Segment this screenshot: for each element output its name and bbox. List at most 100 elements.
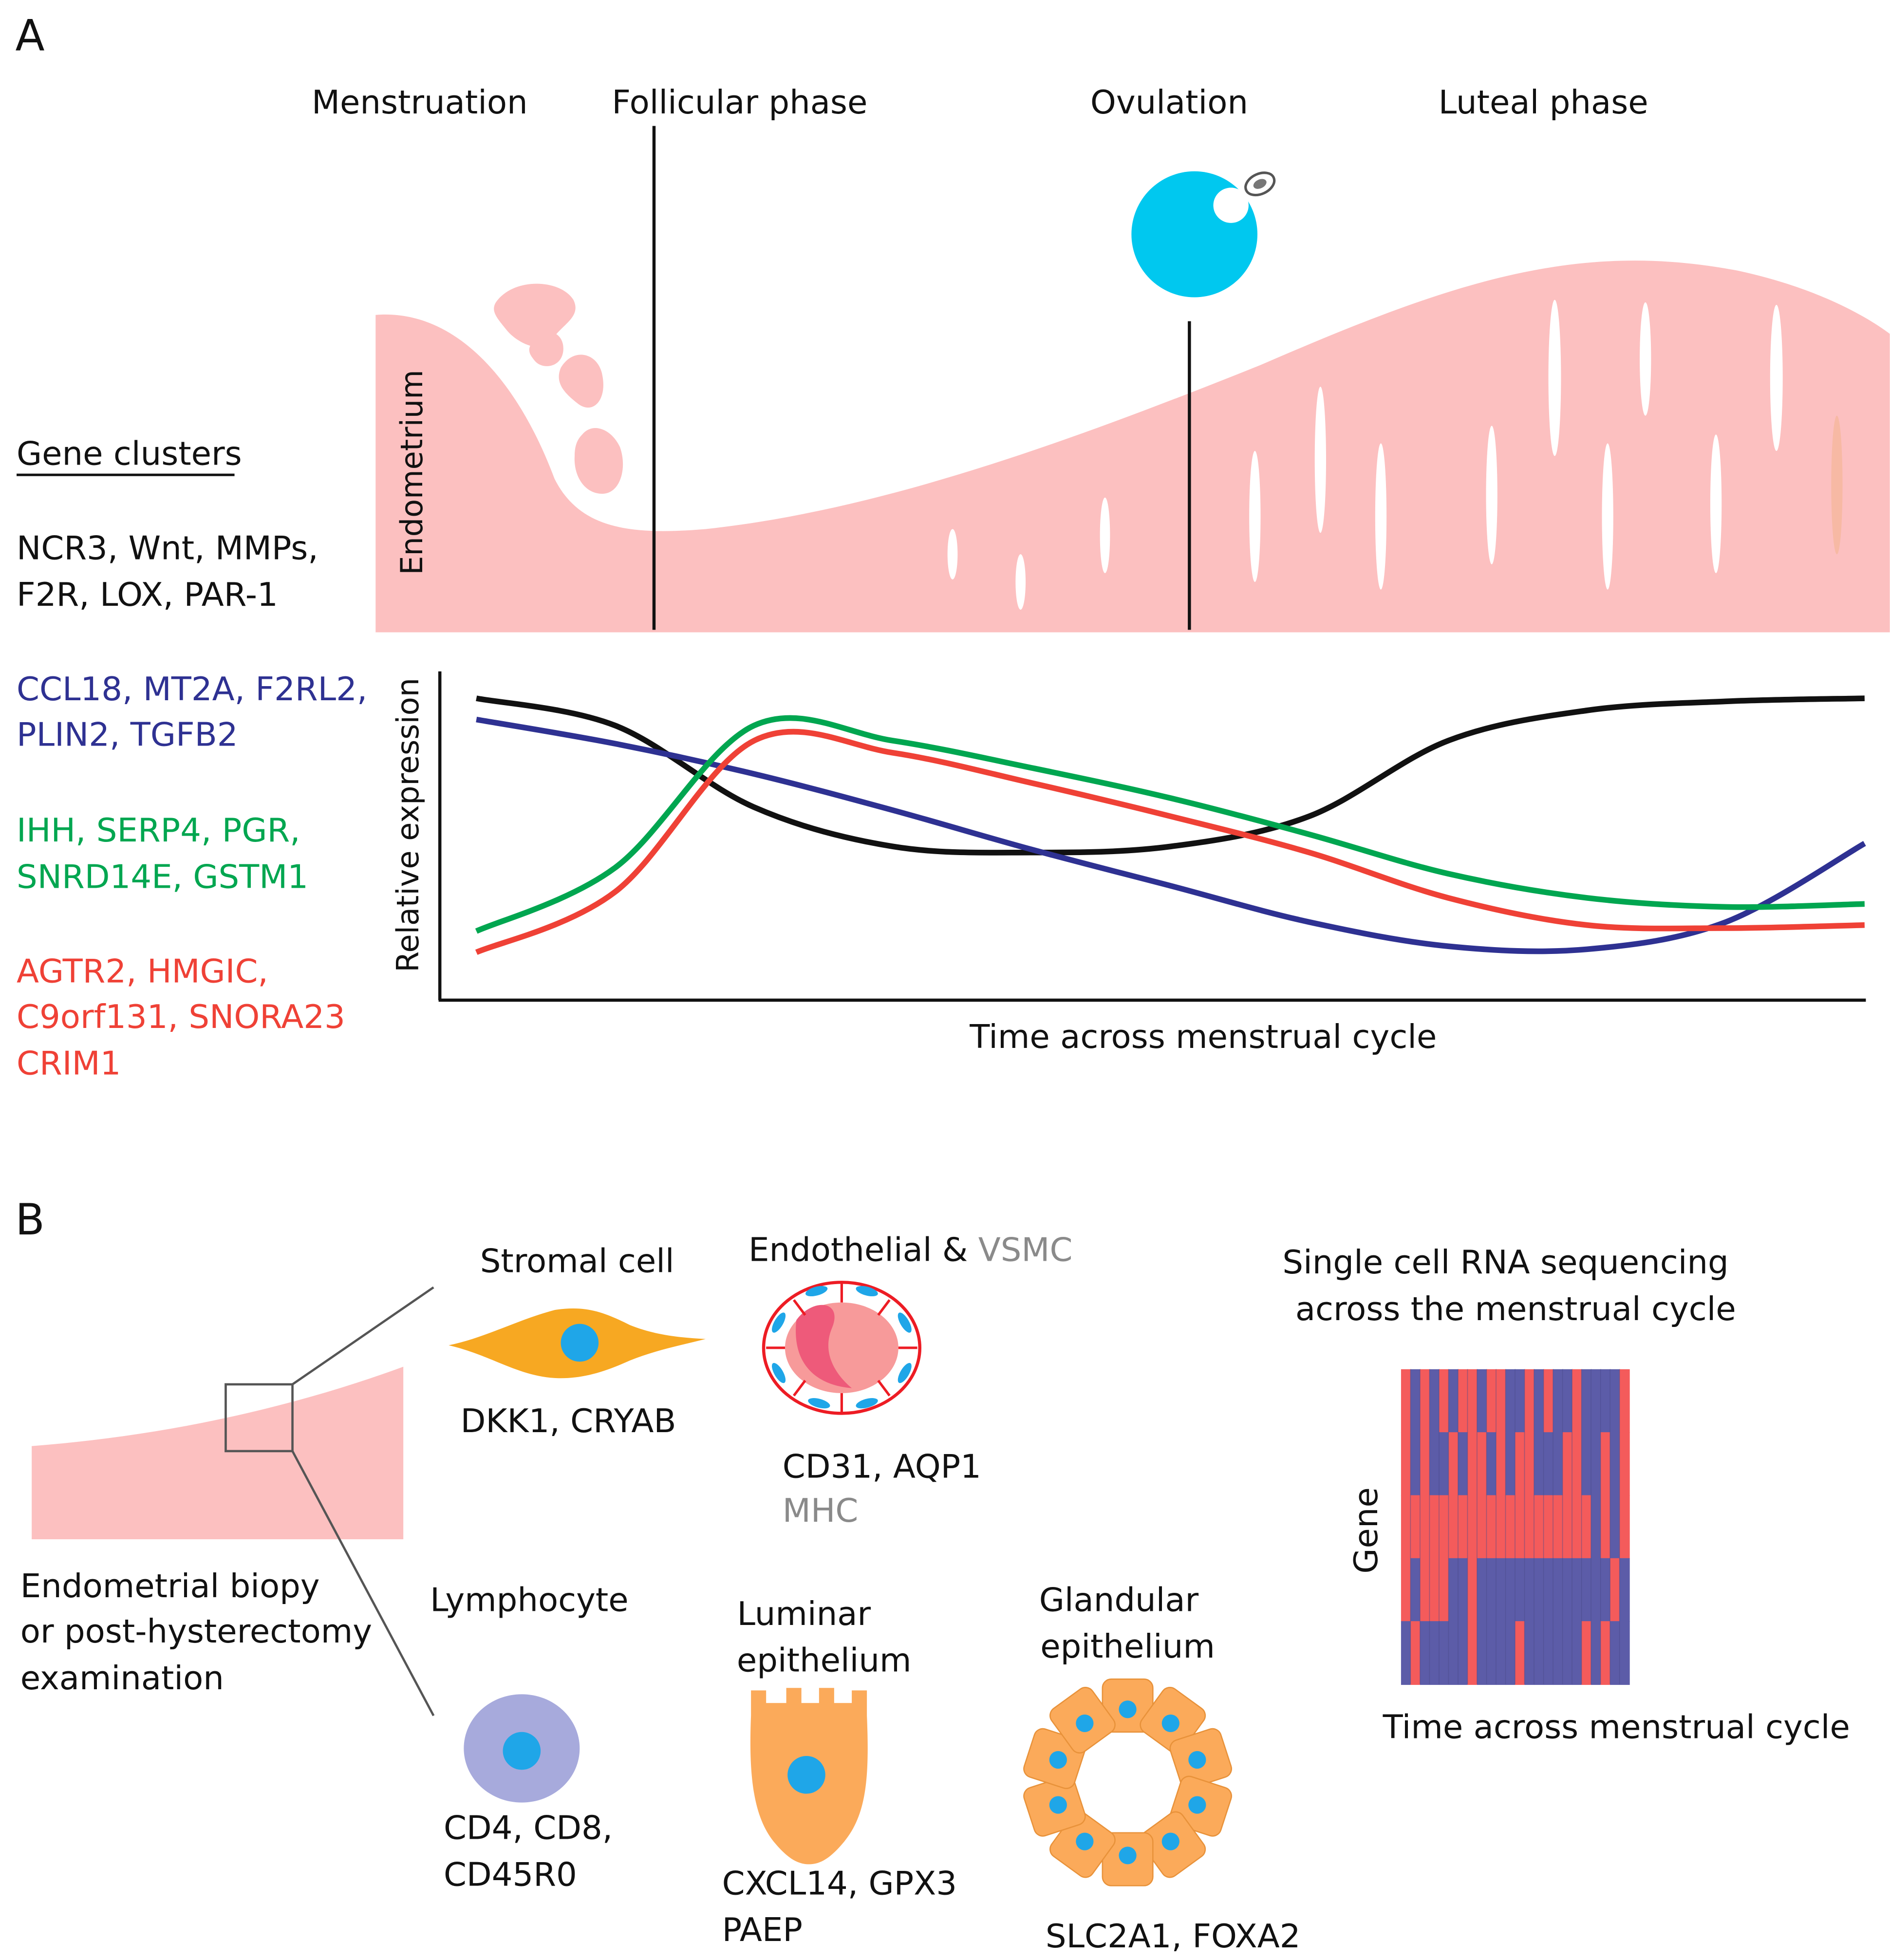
- gland-nucleus-icon: [1188, 1751, 1206, 1769]
- heatmap-cell: [1619, 1621, 1630, 1685]
- heatmap-cell: [1591, 1432, 1602, 1496]
- heatmap-cell: [1610, 1558, 1621, 1622]
- heatmap-y-label: Gene: [1347, 1487, 1385, 1573]
- heatmap-cell: [1600, 1369, 1611, 1433]
- heatmap-cell: [1524, 1432, 1535, 1496]
- expression-curve-1: [476, 716, 1866, 954]
- heatmap-cell: [1458, 1621, 1469, 1685]
- biopsy-caption-line3: examination: [20, 1659, 224, 1697]
- heatmap-cell: [1429, 1495, 1440, 1559]
- heatmap-cell: [1515, 1558, 1526, 1622]
- heatmap-cell: [1610, 1432, 1621, 1496]
- gene-cluster-blue-line2: PLIN2, TGFB2: [17, 715, 238, 753]
- heatmap-cell: [1524, 1369, 1535, 1433]
- heatmap-cell: [1591, 1495, 1602, 1559]
- heatmap-cell: [1467, 1369, 1478, 1433]
- heatmap-cell: [1486, 1369, 1497, 1433]
- endothelial-title-main: Endothelial &: [749, 1231, 978, 1269]
- heatmap-cell: [1467, 1621, 1478, 1685]
- heatmap-cell: [1420, 1495, 1430, 1559]
- heatmap-cell: [1553, 1432, 1564, 1496]
- gene-cluster-green-line2: SNRD14E, GSTM1: [17, 858, 308, 896]
- phase-ovulation: Ovulation: [1090, 83, 1248, 121]
- expression-chart: Relative expression Time across menstrua…: [390, 671, 1866, 1056]
- heatmap-cell: [1429, 1621, 1440, 1685]
- zoom-line-top: [292, 1286, 434, 1385]
- expression-curve-3: [475, 728, 1865, 955]
- gland-nucleus-icon: [1119, 1700, 1137, 1718]
- heatmap-cell: [1572, 1369, 1583, 1433]
- heatmap-cell: [1572, 1432, 1583, 1496]
- heatmap-cell: [1458, 1558, 1469, 1622]
- gene-cluster-green-line1: IHH, SERP4, PGR,: [17, 811, 300, 849]
- heatmap-cell: [1515, 1495, 1526, 1559]
- gene-cluster-red-line3: CRIM1: [17, 1045, 121, 1083]
- heatmap-cell: [1477, 1369, 1488, 1433]
- endothelial-markers: CD31, AQP1: [783, 1447, 981, 1485]
- shed-fragment: [559, 355, 603, 408]
- heatmap-cell: [1448, 1369, 1459, 1433]
- heatmap-cell: [1477, 1621, 1488, 1685]
- phase-menstruation: Menstruation: [312, 83, 528, 121]
- vsmc-markers: MHC: [783, 1492, 859, 1530]
- heatmap-cell: [1581, 1495, 1592, 1559]
- oocyte-icon: [1131, 171, 1276, 298]
- heatmap-cell: [1401, 1369, 1411, 1433]
- heatmap-cell: [1410, 1495, 1421, 1559]
- heatmap-cell: [1429, 1369, 1440, 1433]
- heatmap-cell: [1581, 1621, 1592, 1685]
- gland-nucleus-icon: [1049, 1796, 1067, 1814]
- heatmap-cell: [1410, 1621, 1421, 1685]
- gland-nucleus-icon: [1119, 1847, 1137, 1865]
- stromal-markers: DKK1, CRYAB: [461, 1402, 676, 1440]
- heatmap-cell: [1496, 1558, 1507, 1622]
- shed-fragment: [494, 283, 576, 347]
- shed-fragment: [529, 332, 563, 366]
- glandular-title-line2: epithelium: [1040, 1627, 1215, 1665]
- vsmc-title: VSMC: [978, 1231, 1073, 1269]
- heatmap-cell: [1543, 1369, 1554, 1433]
- heatmap-cell: [1562, 1558, 1573, 1622]
- heatmap-cell: [1562, 1369, 1573, 1433]
- heatmap-cell: [1515, 1369, 1526, 1433]
- heatmap-cell: [1562, 1495, 1573, 1559]
- heatmap-cell: [1458, 1369, 1469, 1433]
- biopsy-caption-line1: Endometrial biopy: [20, 1567, 320, 1605]
- blood-vessel-icon: [762, 1281, 921, 1415]
- heatmap-cell: [1619, 1495, 1630, 1559]
- heatmap-cell: [1515, 1432, 1526, 1496]
- heatmap-cell: [1610, 1621, 1621, 1685]
- lymphocyte-markers-line1: CD4, CD8,: [444, 1809, 613, 1847]
- endometrium-tissue: [375, 261, 1890, 633]
- gene-cluster-black-line2: F2R, LOX, PAR-1: [17, 576, 278, 614]
- heatmap-cell: [1401, 1621, 1411, 1685]
- heatmap-cell: [1553, 1369, 1564, 1433]
- heatmap-cell: [1496, 1369, 1507, 1433]
- heatmap-cell: [1410, 1558, 1421, 1622]
- heatmap-cell: [1619, 1558, 1630, 1622]
- heatmap-cell: [1429, 1558, 1440, 1622]
- heatmap-cell: [1448, 1495, 1459, 1559]
- heatmap-cell: [1600, 1432, 1611, 1496]
- y-axis-label: Relative expression: [390, 678, 426, 972]
- heatmap-cell: [1429, 1432, 1440, 1496]
- heatmap-cell: [1420, 1369, 1430, 1433]
- shed-fragment: [574, 428, 623, 494]
- heatmap-cell: [1543, 1621, 1554, 1685]
- lymphocyte-nucleus-icon: [503, 1732, 541, 1770]
- gene-clusters-heading: Gene clusters: [17, 435, 242, 473]
- heatmap-cell: [1448, 1558, 1459, 1622]
- heatmap-cell: [1477, 1558, 1488, 1622]
- heatmap-cell: [1401, 1432, 1411, 1496]
- heatmap-cell: [1401, 1495, 1411, 1559]
- heatmap-cell: [1486, 1621, 1497, 1685]
- gland-nucleus-icon: [1076, 1714, 1094, 1733]
- heatmap-cell: [1600, 1495, 1611, 1559]
- stromal-cell-title: Stromal cell: [480, 1242, 674, 1280]
- heatmap-cell: [1543, 1432, 1554, 1496]
- heatmap-cell: [1410, 1432, 1421, 1496]
- heatmap-cell: [1467, 1558, 1478, 1622]
- heatmap-cell: [1477, 1432, 1488, 1496]
- heatmap-cell: [1496, 1621, 1507, 1685]
